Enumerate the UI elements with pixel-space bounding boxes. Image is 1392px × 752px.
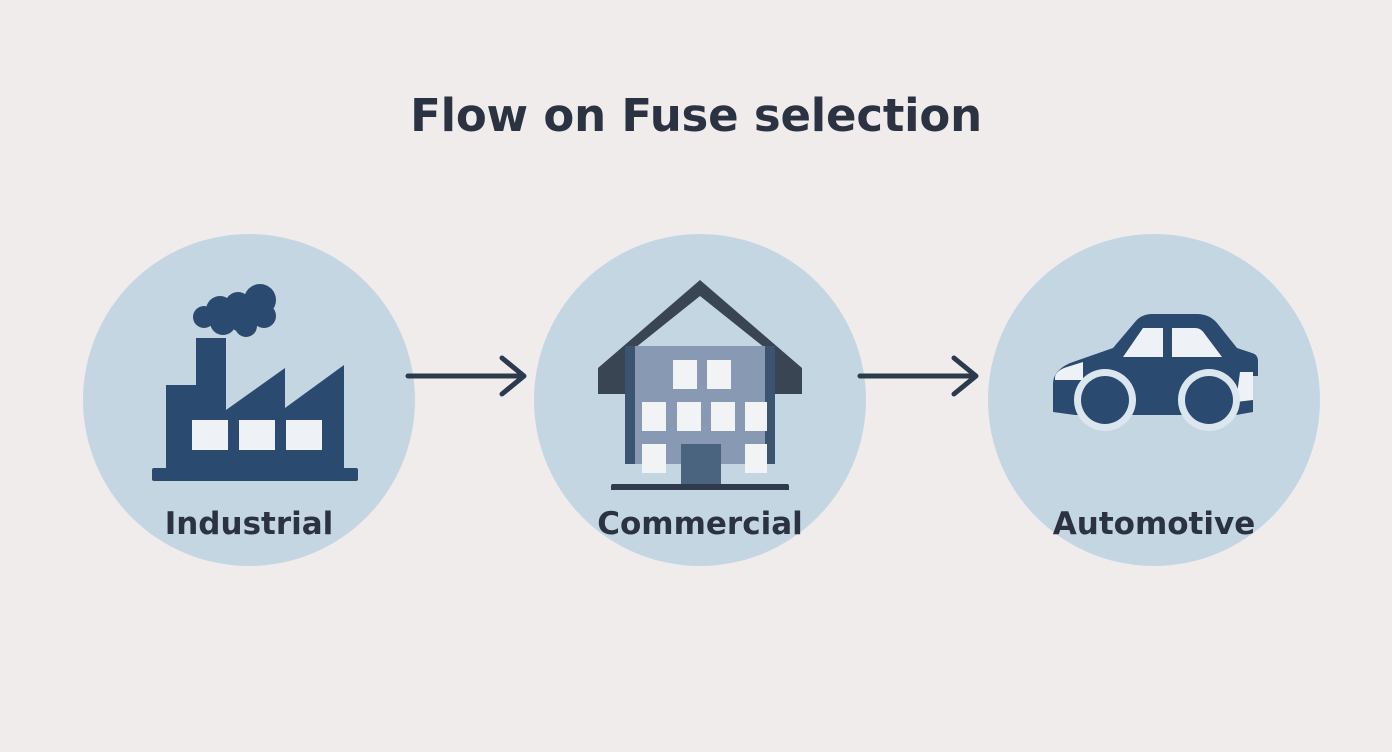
flow-step-automotive[interactable]: Automotive xyxy=(988,234,1320,566)
car-icon xyxy=(1039,260,1269,490)
flow-step-label-automotive: Automotive xyxy=(1052,506,1256,542)
flow-step-label-commercial: Commercial xyxy=(597,506,803,542)
page-title: Flow on Fuse selection xyxy=(410,89,982,142)
flow-step-label-industrial: Industrial xyxy=(164,506,334,542)
flow-step-industrial[interactable]: Industrial xyxy=(83,234,415,566)
factory-icon xyxy=(134,260,364,490)
arrow-right-icon xyxy=(404,352,534,400)
arrow-right-icon xyxy=(856,352,986,400)
flow-step-commercial[interactable]: Commercial xyxy=(534,234,866,566)
building-icon xyxy=(585,260,815,495)
